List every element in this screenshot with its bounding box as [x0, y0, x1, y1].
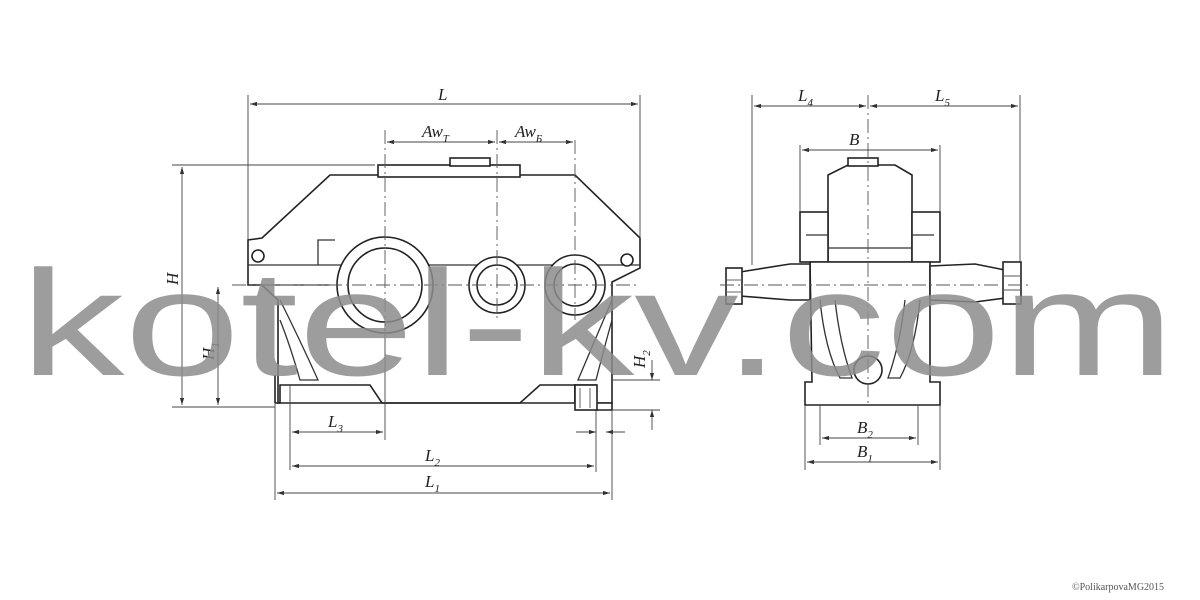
side-view: L4 L5 B B2 B1 — [720, 86, 1030, 470]
label-L1: L1 — [424, 472, 440, 495]
label-L: L — [437, 85, 447, 104]
label-L2: L2 — [424, 446, 440, 469]
copyright-text: ©PolikarpovaMG2015 — [1072, 582, 1164, 593]
label-aw-t: AwT — [421, 122, 450, 145]
label-B2: B2 — [857, 418, 873, 441]
label-L5: L5 — [934, 86, 950, 109]
lifting-eye-left — [251, 249, 265, 263]
side-breather — [847, 157, 879, 167]
breather — [449, 157, 491, 167]
lifting-eye-right — [620, 253, 634, 267]
right-shaft-nut — [1002, 261, 1022, 305]
label-B: B — [849, 130, 860, 149]
label-H1: H1 — [199, 342, 222, 361]
label-L3: L3 — [327, 412, 343, 435]
front-view: L AwT AwБ H H1 H2 L3 L2 — [163, 85, 660, 500]
left-shaft-nut — [725, 267, 743, 305]
watermark-text: kotel-kv.com — [20, 239, 1175, 407]
label-H2: H2 — [630, 350, 653, 369]
label-H: H — [163, 271, 182, 286]
top-cover — [377, 164, 521, 178]
label-B1: B1 — [857, 442, 873, 465]
label-aw-b: AwБ — [514, 122, 543, 145]
label-L4: L4 — [797, 86, 813, 109]
